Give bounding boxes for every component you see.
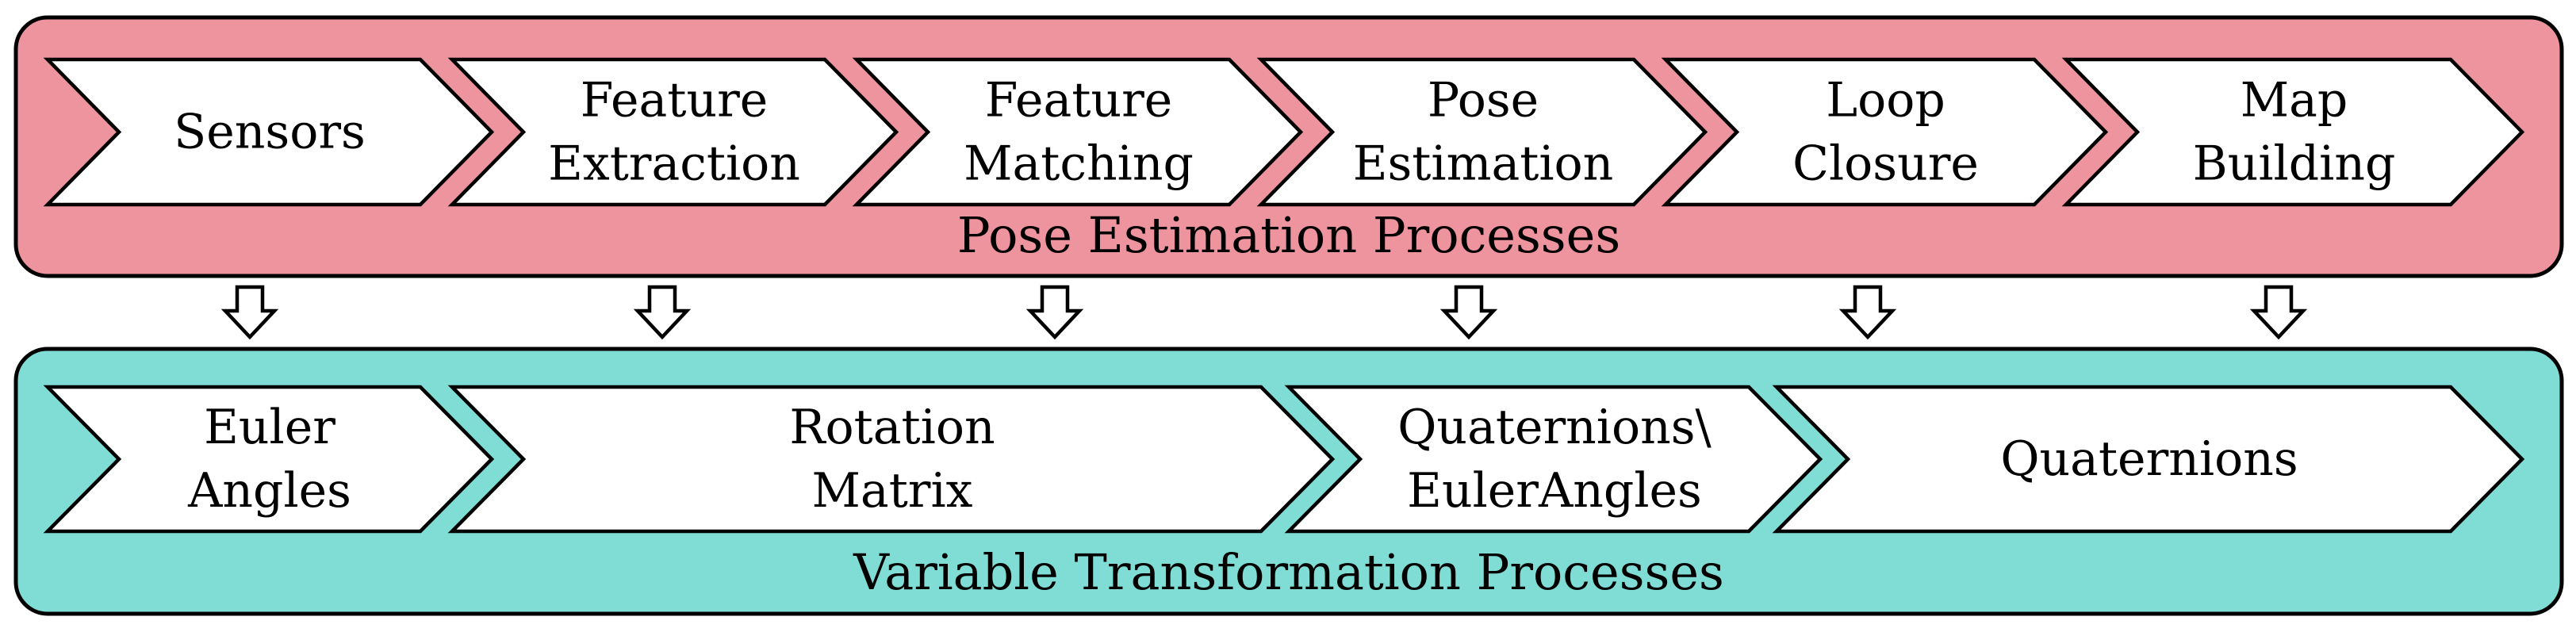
down-arrow-icon <box>633 285 692 340</box>
transform-chevron-3 <box>1284 385 1823 534</box>
down-arrow-icon <box>2249 285 2308 340</box>
transform-step-4-line-1: Quaternions <box>2000 431 2298 487</box>
pose-chevron-2 <box>447 57 899 207</box>
transform-step-1-line-2: Angles <box>187 463 351 519</box>
pose-chevron-1 <box>43 57 495 207</box>
transform-chevron-1 <box>43 385 495 534</box>
pose-estimation-title: Pose Estimation Processes <box>957 206 1620 264</box>
transform-chevron-4 <box>1772 385 2525 534</box>
transform-step-2-line-2: Matrix <box>811 463 972 519</box>
pose-chevron-6 <box>2061 57 2525 207</box>
transform-step-3-line-1: Quaternions\ <box>1397 400 1712 455</box>
pose-step-5-line-2: Closure <box>1792 136 1979 192</box>
pose-chevron-5 <box>1661 57 2109 207</box>
pose-step-2-line-2: Extraction <box>548 136 800 192</box>
transform-step-1-line-1: Euler <box>204 400 335 455</box>
down-arrow-icon <box>1838 285 1897 340</box>
down-arrow-icon <box>220 285 279 340</box>
down-arrow-icon <box>1025 285 1084 340</box>
pose-step-3-line-1: Feature <box>985 73 1173 128</box>
pose-step-5-line-1: Loop <box>1826 73 1945 128</box>
pose-chevron-3 <box>852 57 1304 207</box>
pose-step-6-line-1: Map <box>2241 73 2348 128</box>
pose-step-3-line-2: Matching <box>964 136 1194 192</box>
pose-step-4-line-1: Pose <box>1428 73 1539 128</box>
variable-transformation-title: Variable Transformation Processes <box>853 543 1724 601</box>
pose-step-4-line-2: Estimation <box>1353 136 1614 192</box>
down-arrow-icon <box>1439 285 1498 340</box>
pose-step-6-line-2: Building <box>2193 136 2396 192</box>
pose-step-2-line-1: Feature <box>581 73 769 128</box>
transform-step-3-line-2: EulerAngles <box>1407 463 1702 519</box>
pose-step-1-line-1: Sensors <box>174 105 366 160</box>
pose-chevron-4 <box>1256 57 1708 207</box>
transform-step-2-line-1: Rotation <box>789 400 995 455</box>
transform-chevron-2 <box>447 385 1336 534</box>
